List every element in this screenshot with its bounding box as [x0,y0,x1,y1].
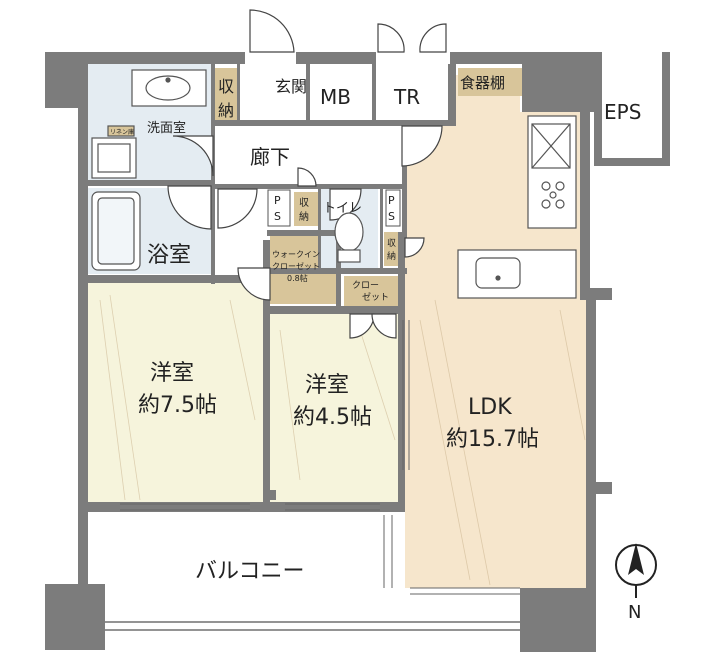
fixtures [91,69,657,598]
kitchen-counter [527,115,577,229]
western-large-name: 洋室 [150,361,194,386]
western-large-size: 約7.5帖 [138,393,217,418]
storage-ldk-label-2: 納 [387,250,396,262]
storage-ldk-floor [384,232,402,266]
balcony-railing [105,621,520,631]
linen-label: リネン庫 [110,128,134,136]
washroom-label: 洗面室 [147,120,186,136]
eps-label: EPS [604,100,641,124]
floor-hatching [99,294,586,586]
ldk-name: LDK [468,395,512,420]
labels: 洗面室 リネン庫 浴室 収 納 玄関 MB TR 食器棚 EPS 廊下 P S … [110,74,641,623]
ps-left-label-1: P [274,194,281,207]
storage-entry-floor [214,68,238,124]
tr-label: TR [393,85,420,109]
dish-shelf-floor [458,68,522,96]
storage-toilet-label-1: 収 [299,197,309,209]
western-small-floor [270,314,402,502]
western-small-name: 洋室 [305,373,349,398]
closet-floor [344,276,400,306]
wic-label-3: 0.8帖 [287,273,308,283]
storage-ldk-label-1: 収 [387,237,396,249]
wic-label-1: ウォークイン [272,250,320,259]
hallway-label: 廊下 [250,145,290,169]
dish-shelf-label: 食器棚 [460,74,505,92]
storage-toilet-label-2: 納 [299,210,309,223]
western-small-size: 約4.5帖 [293,405,372,430]
walls [45,52,670,652]
closet-label-2: ゼット [362,291,389,303]
ps-right-label-1: P [388,194,395,207]
ps-left-label-2: S [274,210,281,223]
storage-entry-label-2: 納 [218,101,234,120]
toilet-bowl [334,212,364,252]
closet-label-1: クロー [352,280,379,291]
entrance-label-1: 玄関 [275,77,307,96]
ps-boxes [267,189,401,227]
doors [167,9,447,339]
wic-label-2: クローゼット [272,261,320,271]
washing-machine-pan [91,137,137,179]
entrance-floor [240,64,306,126]
compass-needle [628,543,644,575]
storage-entry-label-1: 収 [218,77,234,96]
balcony-label: バルコニー [195,559,305,584]
ldk-size: 約15.7帖 [446,427,539,452]
ps-right-label-2: S [388,210,395,223]
storage-toilet-floor [294,192,318,226]
windows [120,320,520,595]
toilet-label: トイレ [323,201,362,216]
mb-label: MB [320,85,351,109]
balcony-floor [87,512,387,588]
washbasin-bowl [145,75,191,101]
bathroom-label: 浴室 [147,243,191,268]
compass-north-label: N [628,602,641,623]
